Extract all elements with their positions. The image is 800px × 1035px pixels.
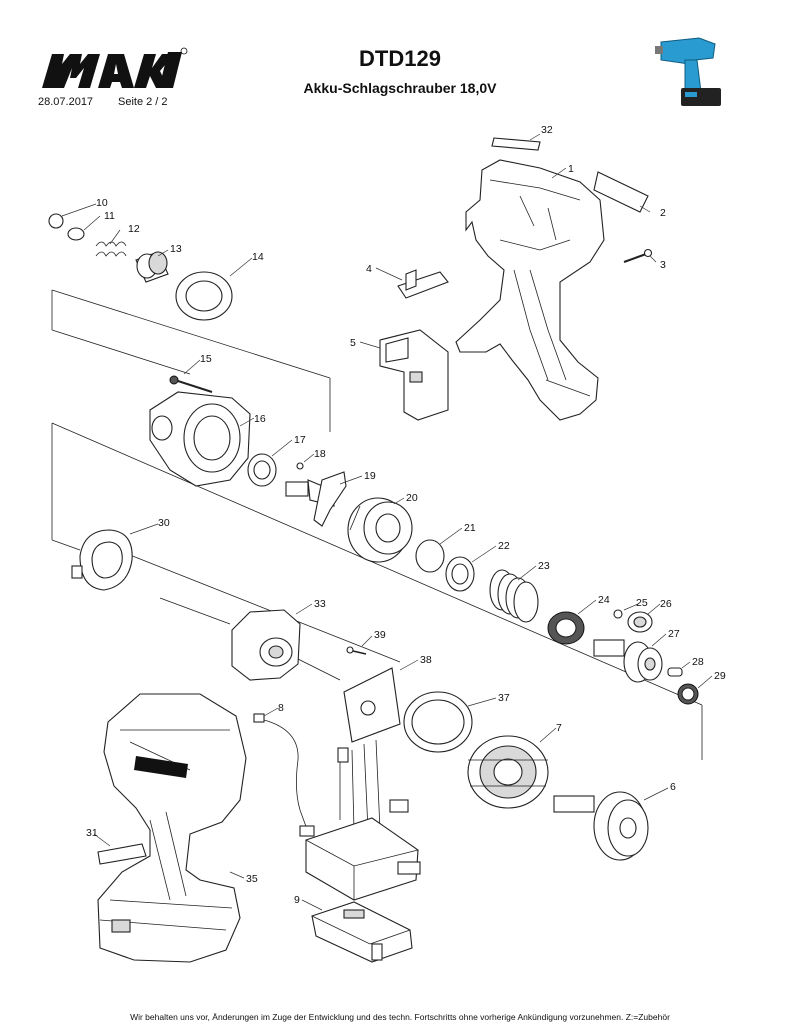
part-number-25: 25	[636, 597, 648, 609]
part-number-2: 2	[660, 207, 666, 219]
part-number-4: 4	[366, 263, 372, 275]
leader-lines	[61, 133, 713, 911]
part-number-30: 30	[158, 517, 170, 529]
part-number-32: 32	[541, 124, 553, 136]
part-23-spring	[489, 569, 539, 623]
part-28-pin	[667, 667, 683, 677]
part-35-housing	[97, 693, 247, 963]
model-number: DTD129	[359, 46, 441, 71]
part-number-17: 17	[294, 434, 306, 446]
part-32-label	[491, 137, 541, 151]
part-11-washer	[67, 227, 85, 241]
part-number-18: 18	[314, 448, 326, 460]
part-14-cover	[175, 271, 233, 321]
part-number-7: 7	[556, 722, 562, 734]
part-4-switch-lever	[397, 271, 449, 299]
part-6-rotor	[553, 791, 649, 861]
part-13-sleeve	[135, 251, 169, 283]
part-number-10: 10	[96, 197, 108, 209]
product-name: Akku-Schlagschrauber 18,0V	[303, 80, 497, 96]
part-7-stator	[467, 735, 549, 809]
part-8-wire	[253, 713, 315, 837]
part-number-14: 14	[252, 251, 264, 263]
part-number-22: 22	[498, 540, 510, 552]
part-number-9: 9	[294, 894, 300, 906]
part-37-baffle	[403, 691, 473, 753]
part-number-28: 28	[692, 656, 704, 668]
part-number-23: 23	[538, 560, 550, 572]
part-15-screw	[169, 375, 213, 393]
part-number-35: 35	[246, 873, 258, 885]
part-26-gear	[627, 611, 653, 633]
product-thumbnail	[655, 37, 721, 106]
part-number-11: 11	[104, 210, 115, 222]
part-27-spindle	[593, 639, 663, 683]
makita-logo	[42, 47, 188, 88]
part-number-15: 15	[200, 353, 212, 365]
part-2-label	[593, 171, 649, 213]
part-number-29: 29	[714, 670, 726, 682]
part-number-37: 37	[498, 692, 510, 704]
part-number-19: 19	[364, 470, 376, 482]
part-number-24: 24	[598, 594, 610, 606]
part-number-27: 27	[668, 628, 680, 640]
part-10-ring	[48, 213, 64, 229]
part-number-13: 13	[170, 243, 182, 255]
part-33-cover	[231, 609, 301, 681]
part-number-21: 21	[464, 522, 476, 534]
part-21-ring	[415, 539, 445, 573]
part-12-spring	[95, 241, 127, 257]
page-number: Seite 2 / 2	[118, 96, 168, 108]
part-18-ball	[296, 462, 304, 470]
part-20-hammer	[347, 497, 413, 563]
part-19-anvil	[285, 471, 347, 527]
part-number-20: 20	[406, 492, 418, 504]
part-number-1: 1	[568, 163, 574, 175]
part-31-label	[97, 843, 147, 865]
document-date: 28.07.2017	[38, 96, 94, 108]
controller-harness	[305, 739, 421, 901]
part-16-hammer-case	[149, 391, 251, 487]
part-number-8: 8	[278, 702, 284, 714]
part-39-screw	[346, 646, 367, 655]
part-number-33: 33	[314, 598, 326, 610]
part-number-12: 12	[128, 223, 140, 235]
part-number-38: 38	[420, 654, 432, 666]
part-number-6: 6	[670, 781, 676, 793]
disclaimer-text: Wir behalten uns vor, Änderungen im Zuge…	[130, 1012, 670, 1022]
part-25-ball	[613, 609, 623, 619]
assembly-guide-lines	[51, 289, 703, 760]
part-number-3: 3	[660, 259, 666, 271]
part-5-switch	[379, 329, 449, 421]
part-number-labels: 32 1 2 3 4 5 10 11 12 13 14 15 16 17 18 …	[86, 124, 726, 906]
part-number-39: 39	[374, 629, 386, 641]
part-9-terminal	[311, 901, 413, 963]
makita-logo-wordmark	[42, 47, 188, 88]
part-number-26: 26	[660, 598, 672, 610]
part-number-16: 16	[254, 413, 266, 425]
part-number-31: 31	[86, 827, 98, 839]
part-1-housing	[455, 159, 605, 421]
part-number-5: 5	[350, 337, 356, 349]
part-3-screw	[623, 248, 653, 263]
part-30-bumper	[71, 529, 133, 591]
